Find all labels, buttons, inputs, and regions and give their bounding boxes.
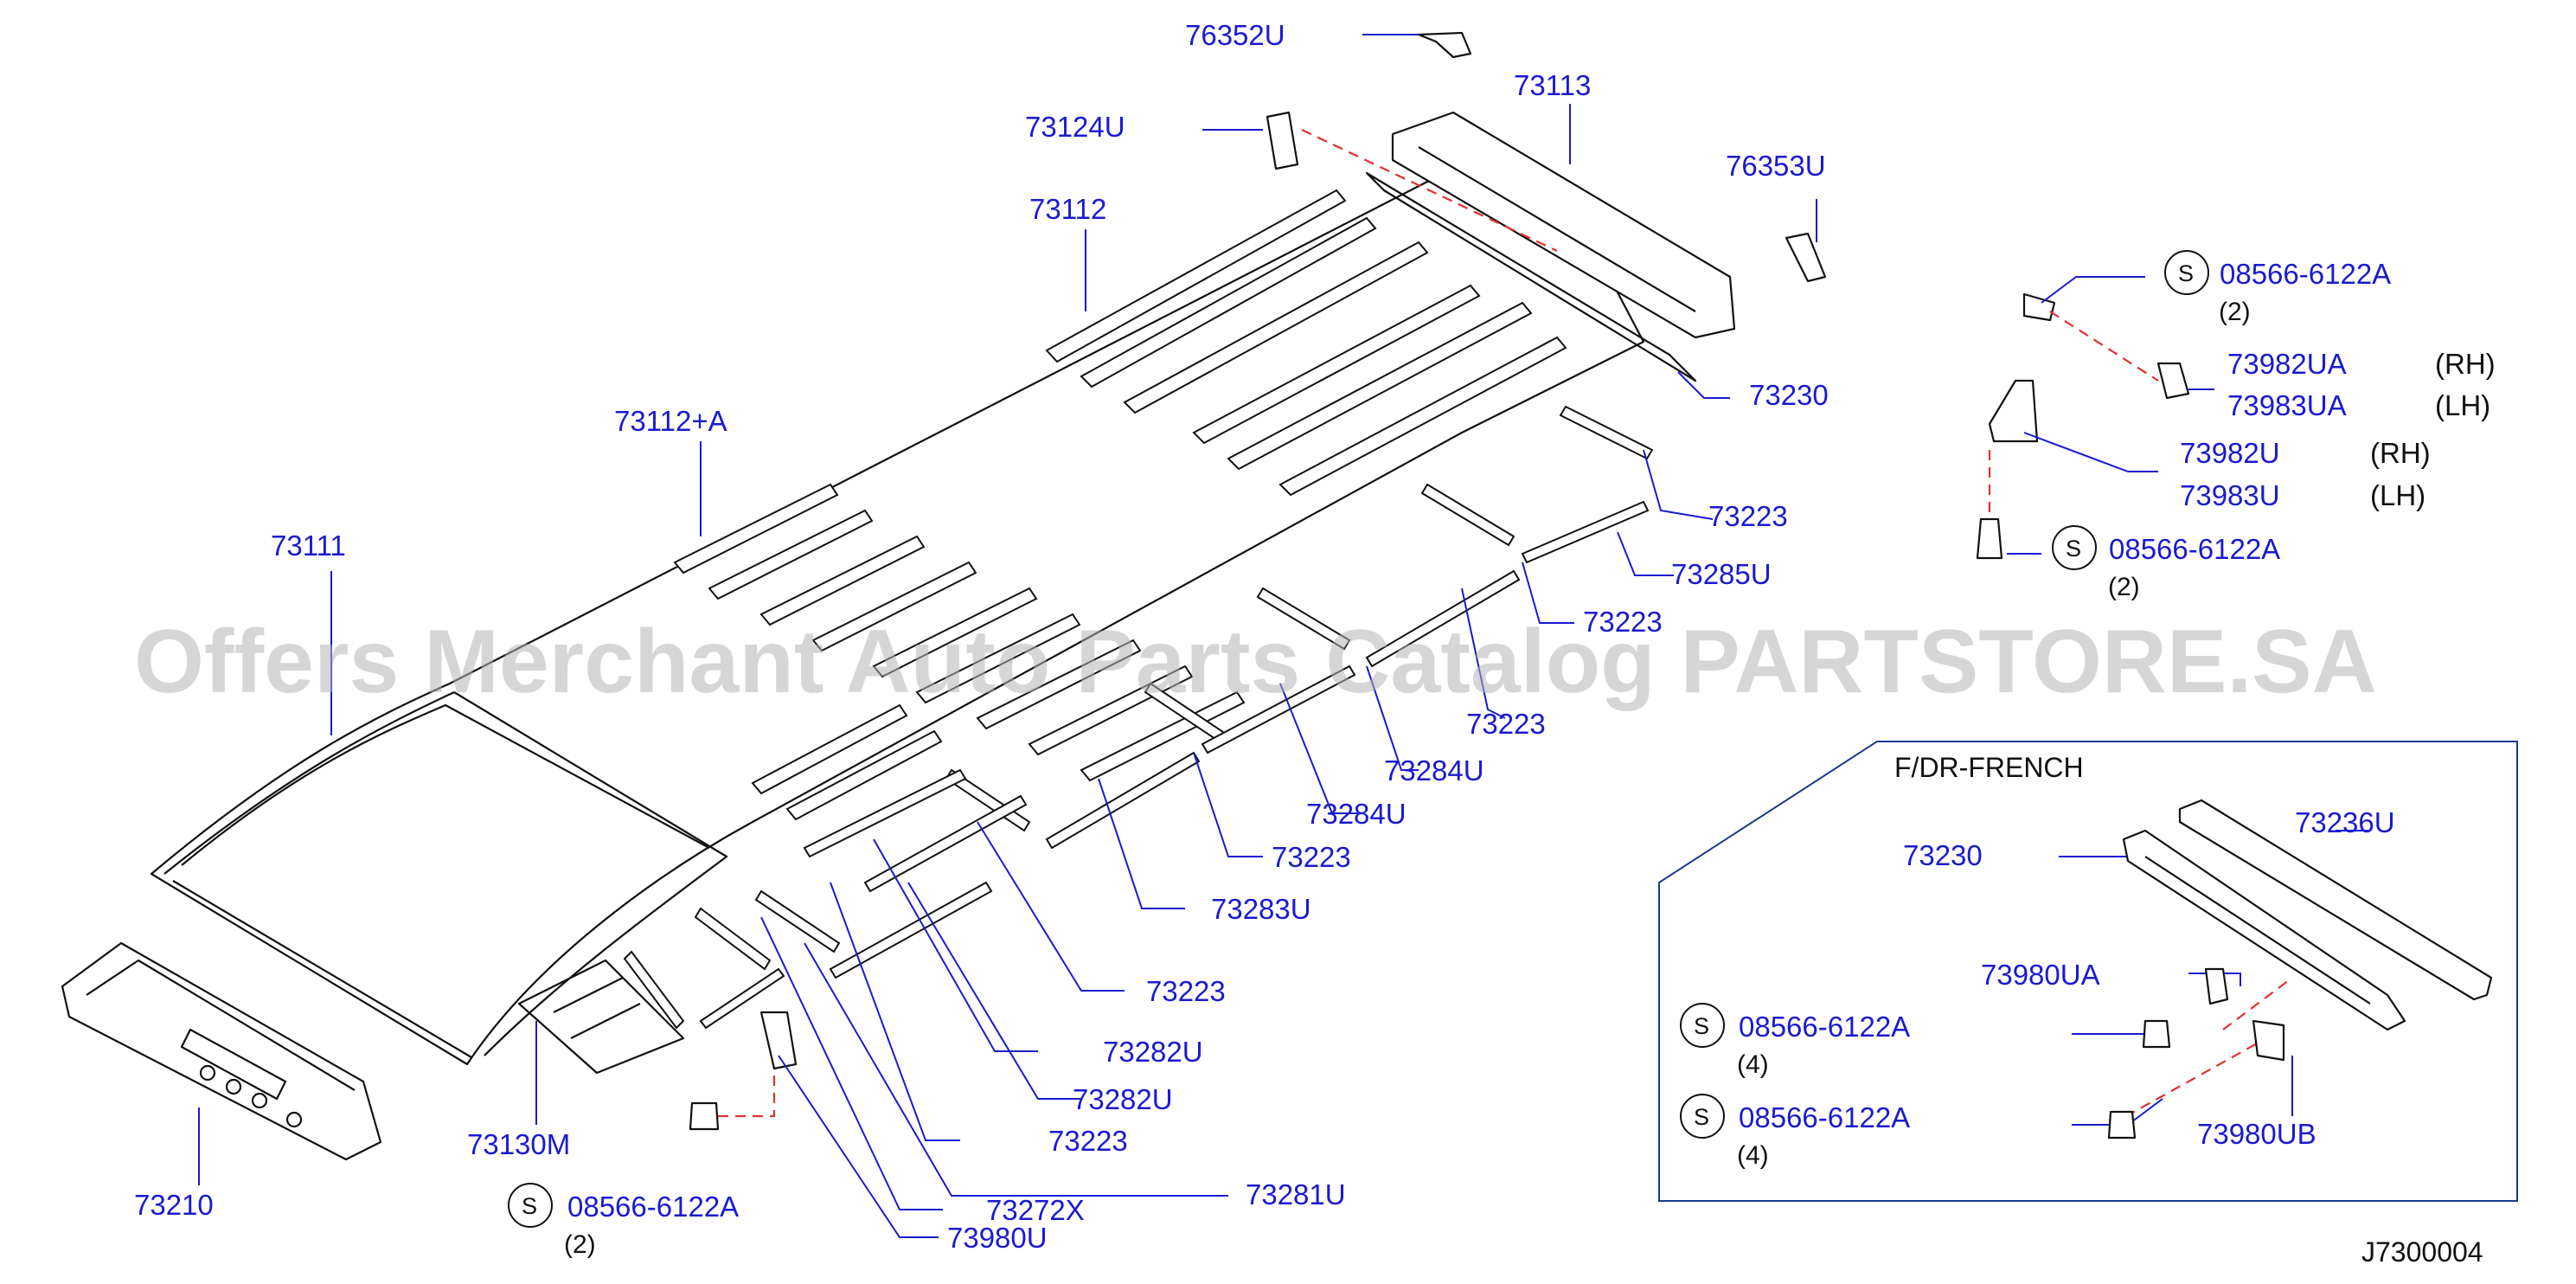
screw-callout-3: S 08566-6122A (2) — [508, 1183, 739, 1259]
screw-qty-4: (4) — [1737, 1050, 1769, 1079]
label-73230-french: 73230 — [1903, 839, 1983, 871]
screw-callout-4: S 08566-6122A (4) — [1680, 1003, 1910, 1079]
screw-symbol-3: S — [522, 1193, 537, 1219]
label-76353U: 76353U — [1726, 150, 1826, 182]
inset-73236U-rail — [2178, 799, 2493, 1001]
front-header-drawing — [517, 959, 685, 1075]
screw-code-1: 08566-6122A — [2220, 258, 2391, 290]
label-73980U: 73980U — [947, 1222, 1048, 1254]
label-73210: 73210 — [134, 1189, 214, 1221]
bracket-73124U — [1266, 111, 1299, 170]
screw-qty-2: (2) — [2108, 573, 2140, 601]
label-73282U-a: 73282U — [1103, 1036, 1203, 1068]
label-rh-2: (RH) — [2370, 437, 2431, 469]
screw-code-4: 08566-6122A — [1739, 1011, 1910, 1043]
screw-symbol-4: S — [1694, 1013, 1709, 1039]
label-73223-f: 73223 — [1048, 1125, 1128, 1157]
screw-callout-2: S 08566-6122A (2) — [2052, 525, 2280, 601]
inset-screw-1 — [2142, 1019, 2171, 1049]
screw-top — [2022, 292, 2056, 322]
label-lh-2: (LH) — [2370, 479, 2425, 511]
screw-code-3: 08566-6122A — [567, 1191, 739, 1223]
fastening-lines — [718, 129, 2293, 1126]
screw-callout-5: S 08566-6122A (4) — [1680, 1094, 1910, 1170]
screw-mid — [1976, 517, 2003, 560]
label-73282U-b: 73282U — [1073, 1083, 1173, 1115]
label-rh-1: (RH) — [2435, 348, 2496, 380]
label-73283U: 73283U — [1211, 893, 1311, 925]
label-73284U-a: 73284U — [1384, 754, 1484, 786]
inset-title: F/DR-FRENCH — [1894, 752, 2084, 783]
bracket-73982UA — [2156, 362, 2190, 400]
side-labels: (RH) (LH) (RH) (LH) — [2370, 348, 2496, 511]
screw-code-2: 08566-6122A — [2109, 533, 2280, 565]
screw-symbol-5: S — [1694, 1104, 1709, 1130]
roof-ribs — [623, 189, 1654, 1030]
label-73982U: 73982U — [2180, 437, 2280, 469]
label-73236U: 73236U — [2295, 806, 2395, 838]
label-73223-c: 73223 — [1466, 708, 1546, 740]
label-73983UA: 73983UA — [2227, 389, 2347, 421]
screw-callout-1: S 08566-6122A (2) — [2164, 250, 2391, 326]
label-73223-d: 73223 — [1272, 841, 1351, 873]
label-lh-1: (LH) — [2435, 389, 2490, 421]
label-73223-e: 73223 — [1146, 975, 1226, 1007]
label-73130M: 73130M — [467, 1128, 570, 1160]
screw-bottom — [689, 1101, 720, 1131]
label-73285U: 73285U — [1671, 558, 1772, 590]
rear-header-drawing — [1365, 111, 1736, 382]
label-73982UA: 73982UA — [2227, 348, 2347, 380]
label-73113: 73113 — [1514, 69, 1591, 101]
screw-symbol-1: S — [2178, 260, 2194, 286]
label-73980UB: 73980UB — [2197, 1118, 2316, 1150]
screw-qty-5: (4) — [1737, 1141, 1769, 1170]
front-trim-drawing — [61, 941, 382, 1161]
clip-76352U — [1417, 31, 1472, 59]
part-labels: 76352U 73113 73124U 76353U 73112 73230 7… — [134, 19, 2395, 1254]
diagram-code: J7300004 — [2361, 1236, 2483, 1268]
label-73223-b: 73223 — [1583, 606, 1663, 638]
label-73983U: 73983U — [2180, 479, 2280, 511]
label-73124U: 73124U — [1025, 111, 1125, 143]
inset-bracket-73980UB — [2252, 1019, 2285, 1062]
clip-76353U — [1785, 232, 1827, 283]
label-73112: 73112 — [1029, 193, 1106, 225]
screw-code-5: 08566-6122A — [1739, 1101, 1910, 1133]
label-73284U-b: 73284U — [1306, 798, 1407, 830]
label-73272X: 73272X — [986, 1194, 1085, 1226]
inset-screw-2 — [2107, 1110, 2137, 1140]
label-73111: 73111 — [271, 530, 346, 562]
label-73230: 73230 — [1749, 379, 1829, 411]
label-73281U: 73281U — [1246, 1178, 1346, 1210]
watermark: Offers Merchant Auto Parts Catalog PARTS… — [134, 612, 2377, 712]
label-76352U: 76352U — [1185, 19, 1285, 51]
screw-symbol-2: S — [2066, 536, 2081, 562]
label-73223-a: 73223 — [1708, 500, 1788, 532]
screw-qty-3: (2) — [564, 1230, 596, 1259]
inset-bracket-73980UA — [2204, 967, 2229, 1005]
screw-qty-1: (2) — [2219, 298, 2251, 326]
bracket-73980U — [759, 1011, 798, 1070]
inset-french-door: F/DR-FRENCH S 08566-6122A (4) S 08566-61… — [1658, 741, 2518, 1202]
label-73980UA: 73980UA — [1981, 959, 2100, 991]
bracket-73982U — [1988, 379, 2039, 443]
small-parts — [689, 31, 2190, 1131]
label-73112A: 73112+A — [614, 405, 727, 437]
leader-lines — [198, 34, 2370, 1238]
